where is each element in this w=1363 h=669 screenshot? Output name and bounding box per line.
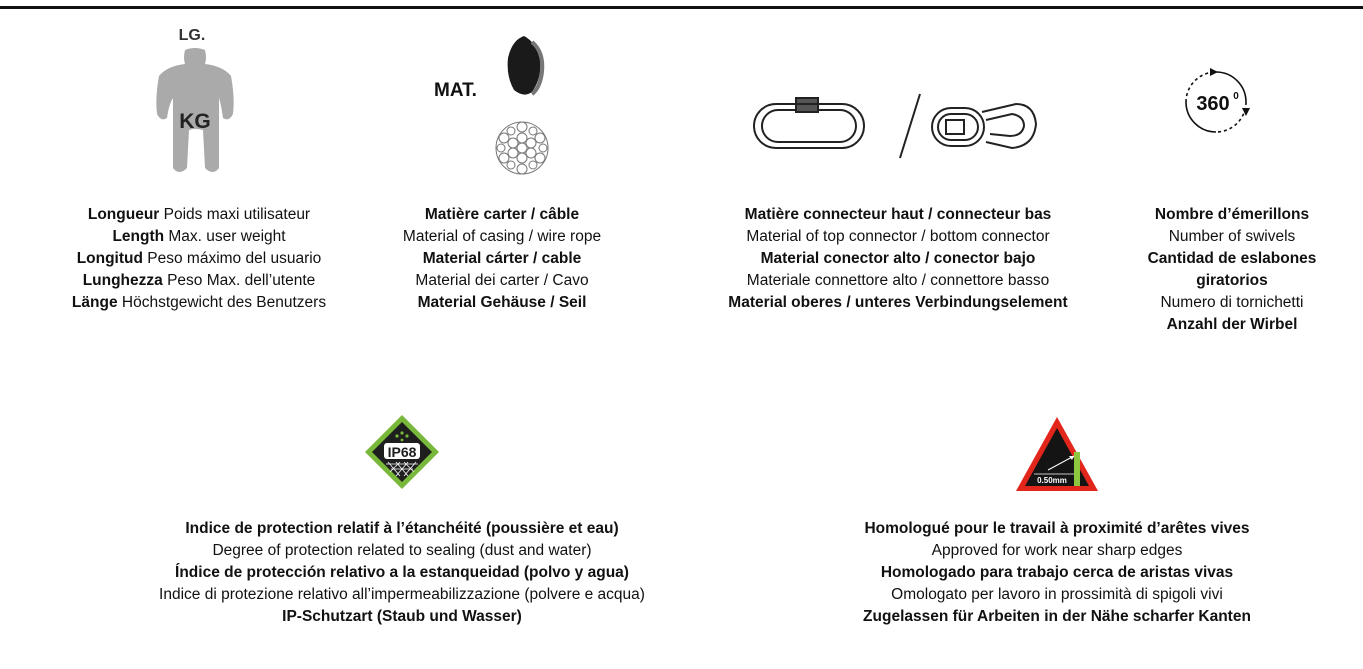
text-line-bold: IP-Schutzart (Staub und Wasser) — [282, 608, 522, 625]
text-line: Length Max. user weight — [64, 226, 334, 248]
text-line-bold: Longueur — [87, 206, 160, 223]
text-line-bold: Zugelassen für Arbeiten in der Nähe scha… — [863, 608, 1251, 625]
text-line-bold: Anzahl der Wirbel — [1166, 316, 1298, 333]
text-line-bold: Matière connecteur haut / connecteur bas — [744, 206, 1052, 223]
text-line-bold: Indice de protection relatif à l’étanché… — [185, 520, 619, 537]
text-line: Degree of protection related to sealing … — [102, 540, 702, 562]
text-line: Omologato per lavoro in prossimità di sp… — [832, 584, 1282, 606]
text-line-regular: Peso Max. dell’utente — [162, 272, 316, 289]
rotation-sup: 0 — [1233, 91, 1239, 102]
casing-wire-rope-icon: MAT. — [428, 30, 558, 186]
text-line: Matière carter / câble — [382, 204, 622, 226]
top-rule — [0, 6, 1363, 9]
text-line: Materiale connettore alto / connettore b… — [694, 270, 1102, 292]
text-line: Homologué pour le travail à proximité d’… — [832, 518, 1282, 540]
sharp-edge-warning-icon: 0.50mm — [1014, 414, 1100, 494]
text-line-bold: giratorios — [1196, 272, 1268, 289]
text-line-bold: Nombre d’émerillons — [1154, 206, 1310, 223]
connectors-text: Matière connecteur haut / connecteur bas… — [694, 204, 1102, 314]
text-line: giratorios — [1132, 270, 1332, 292]
text-line: Indice de protection relatif à l’étanché… — [102, 518, 702, 540]
text-line: Approved for work near sharp edges — [832, 540, 1282, 562]
sharp-edge-text: Homologué pour le travail à proximité d’… — [832, 518, 1282, 628]
text-line-bold: Material Gehäuse / Seil — [417, 294, 587, 311]
text-line: Material cárter / cable — [382, 248, 622, 270]
body-silhouette-icon: LG. KG — [145, 18, 245, 180]
text-line: Material dei carter / Cavo — [382, 270, 622, 292]
text-line: Cantidad de eslabones — [1132, 248, 1332, 270]
text-line-bold: Homologué pour le travail à proximité d’… — [864, 520, 1250, 537]
weight-label: KG — [179, 110, 211, 133]
text-line: Länge Höchstgewicht des Benutzers — [64, 292, 334, 314]
text-line-bold: Lunghezza — [82, 272, 163, 289]
text-line-regular: Höchstgewicht des Benutzers — [117, 294, 327, 311]
text-line-regular: Degree of protection related to sealing … — [212, 542, 592, 559]
text-line-regular: Poids maxi utilisateur — [159, 206, 311, 223]
text-line-regular: Material of top connector / bottom conne… — [746, 228, 1050, 245]
text-line-bold: Matière carter / câble — [424, 206, 580, 223]
text-line: Anzahl der Wirbel — [1132, 314, 1332, 336]
text-line: Lunghezza Peso Max. dell’utente — [64, 270, 334, 292]
edge-label: 0.50mm — [1037, 476, 1067, 485]
text-line-regular: Numero di tornichetti — [1160, 294, 1304, 311]
ip68-label: IP68 — [388, 444, 417, 460]
text-line: Nombre d’émerillons — [1132, 204, 1332, 226]
text-line: Homologado para trabajo cerca de aristas… — [832, 562, 1282, 584]
text-line: Longitud Peso máximo del usuario — [64, 248, 334, 270]
text-line-regular: Peso máximo del usuario — [142, 250, 322, 267]
material-label: MAT. — [434, 80, 477, 101]
text-line: Índice de protección relativo a la estan… — [102, 562, 702, 584]
text-line-bold: Índice de protección relativo a la estan… — [175, 564, 629, 581]
text-line-bold: Longitud — [76, 250, 143, 267]
text-line: Material of casing / wire rope — [382, 226, 622, 248]
text-line: Zugelassen für Arbeiten in der Nähe scha… — [832, 606, 1282, 628]
text-line-bold: Länge — [71, 294, 118, 311]
text-line: Material oberes / unteres Verbindungsele… — [694, 292, 1102, 314]
ip68-badge-icon: IP68 — [364, 414, 440, 490]
text-line: Material Gehäuse / Seil — [382, 292, 622, 314]
text-line: Material conector alto / conector bajo — [694, 248, 1102, 270]
text-line: Material of top connector / bottom conne… — [694, 226, 1102, 248]
text-line-regular: Material dei carter / Cavo — [415, 272, 589, 289]
text-line: Indice di protezione relativo all’imperm… — [102, 584, 702, 606]
text-line-bold: Material cárter / cable — [422, 250, 582, 267]
text-line-regular: Number of swivels — [1168, 228, 1296, 245]
text-line: Longueur Poids maxi utilisateur — [64, 204, 334, 226]
length-label: LG. — [179, 27, 206, 44]
ip68-text: Indice de protection relatif à l’étanché… — [102, 518, 702, 628]
text-line-bold: Length — [112, 228, 165, 245]
text-line-bold: Material conector alto / conector bajo — [760, 250, 1036, 267]
text-line: Numero di tornichetti — [1132, 292, 1332, 314]
text-line-regular: Approved for work near sharp edges — [931, 542, 1183, 559]
rotation-label: 360 — [1196, 93, 1229, 115]
rotation-360-icon: 360 0 — [1180, 66, 1252, 138]
text-line-regular: Materiale connettore alto / connettore b… — [746, 272, 1050, 289]
text-line-regular: Max. user weight — [164, 228, 286, 245]
text-line: IP-Schutzart (Staub und Wasser) — [102, 606, 702, 628]
connectors-icon — [750, 90, 1040, 160]
text-line: Matière connecteur haut / connecteur bas — [694, 204, 1102, 226]
text-line-bold: Material oberes / unteres Verbindungsele… — [728, 294, 1068, 311]
text-line-bold: Homologado para trabajo cerca de aristas… — [880, 564, 1234, 581]
text-line-regular: Omologato per lavoro in prossimità di sp… — [891, 586, 1223, 603]
text-line-regular: Indice di protezione relativo all’imperm… — [159, 586, 645, 603]
text-line-regular: Material of casing / wire rope — [402, 228, 602, 245]
text-line: Number of swivels — [1132, 226, 1332, 248]
text-line-bold: Cantidad de eslabones — [1147, 250, 1317, 267]
